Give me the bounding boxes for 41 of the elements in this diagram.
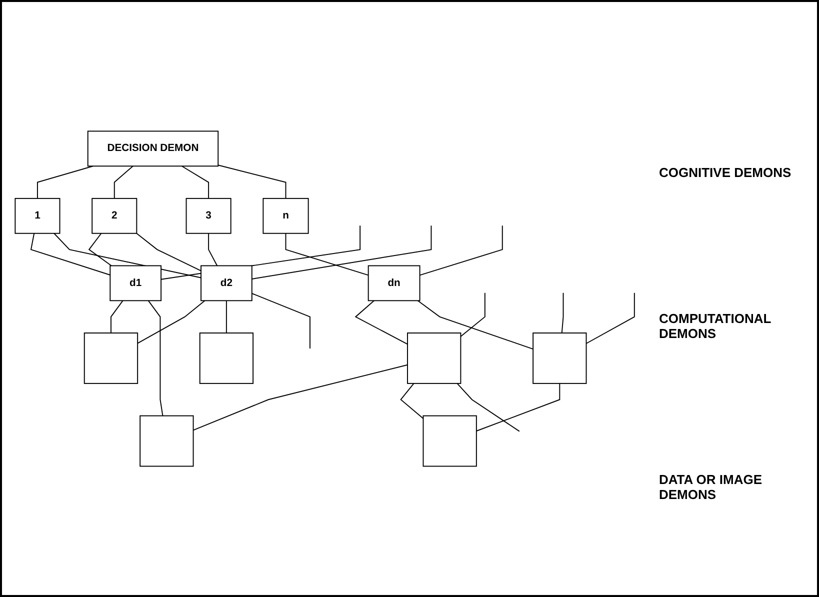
node-box: d2 <box>200 265 252 301</box>
connector <box>181 165 210 199</box>
connector <box>114 165 134 199</box>
connector <box>36 165 94 199</box>
node-box <box>84 332 138 384</box>
connector <box>226 300 227 334</box>
node-box: 3 <box>186 198 232 234</box>
layer-label: COMPUTATIONAL DEMONS <box>659 310 772 341</box>
connector <box>148 300 164 416</box>
node-box: 2 <box>92 198 138 234</box>
node-box: d1 <box>110 265 162 301</box>
node-box: 1 <box>14 198 60 234</box>
connector <box>251 224 432 280</box>
connector <box>54 232 202 278</box>
connector <box>354 300 408 344</box>
connector <box>218 164 286 199</box>
connector <box>476 382 560 432</box>
node-box <box>422 415 477 467</box>
connector <box>110 300 124 334</box>
connector <box>251 292 310 349</box>
node-box <box>532 332 587 384</box>
connector <box>460 292 486 337</box>
connector <box>419 224 503 276</box>
connector <box>137 300 206 344</box>
layer-label: DATA OR IMAGE DEMONS <box>659 472 764 502</box>
node-box <box>140 415 194 467</box>
layer-label: COGNITIVE DEMONS <box>659 165 792 180</box>
connector <box>456 382 520 432</box>
node-box: DECISION DEMON <box>87 130 219 166</box>
node-box: n <box>262 198 309 234</box>
connector <box>561 292 564 334</box>
node-box <box>407 332 462 384</box>
connector <box>417 300 534 350</box>
connector <box>30 232 111 276</box>
connector <box>208 232 218 266</box>
node-box <box>199 332 254 384</box>
connector <box>586 292 635 344</box>
connector <box>136 232 202 272</box>
connector <box>285 232 369 276</box>
node-box: dn <box>368 265 420 301</box>
connector <box>192 364 408 430</box>
